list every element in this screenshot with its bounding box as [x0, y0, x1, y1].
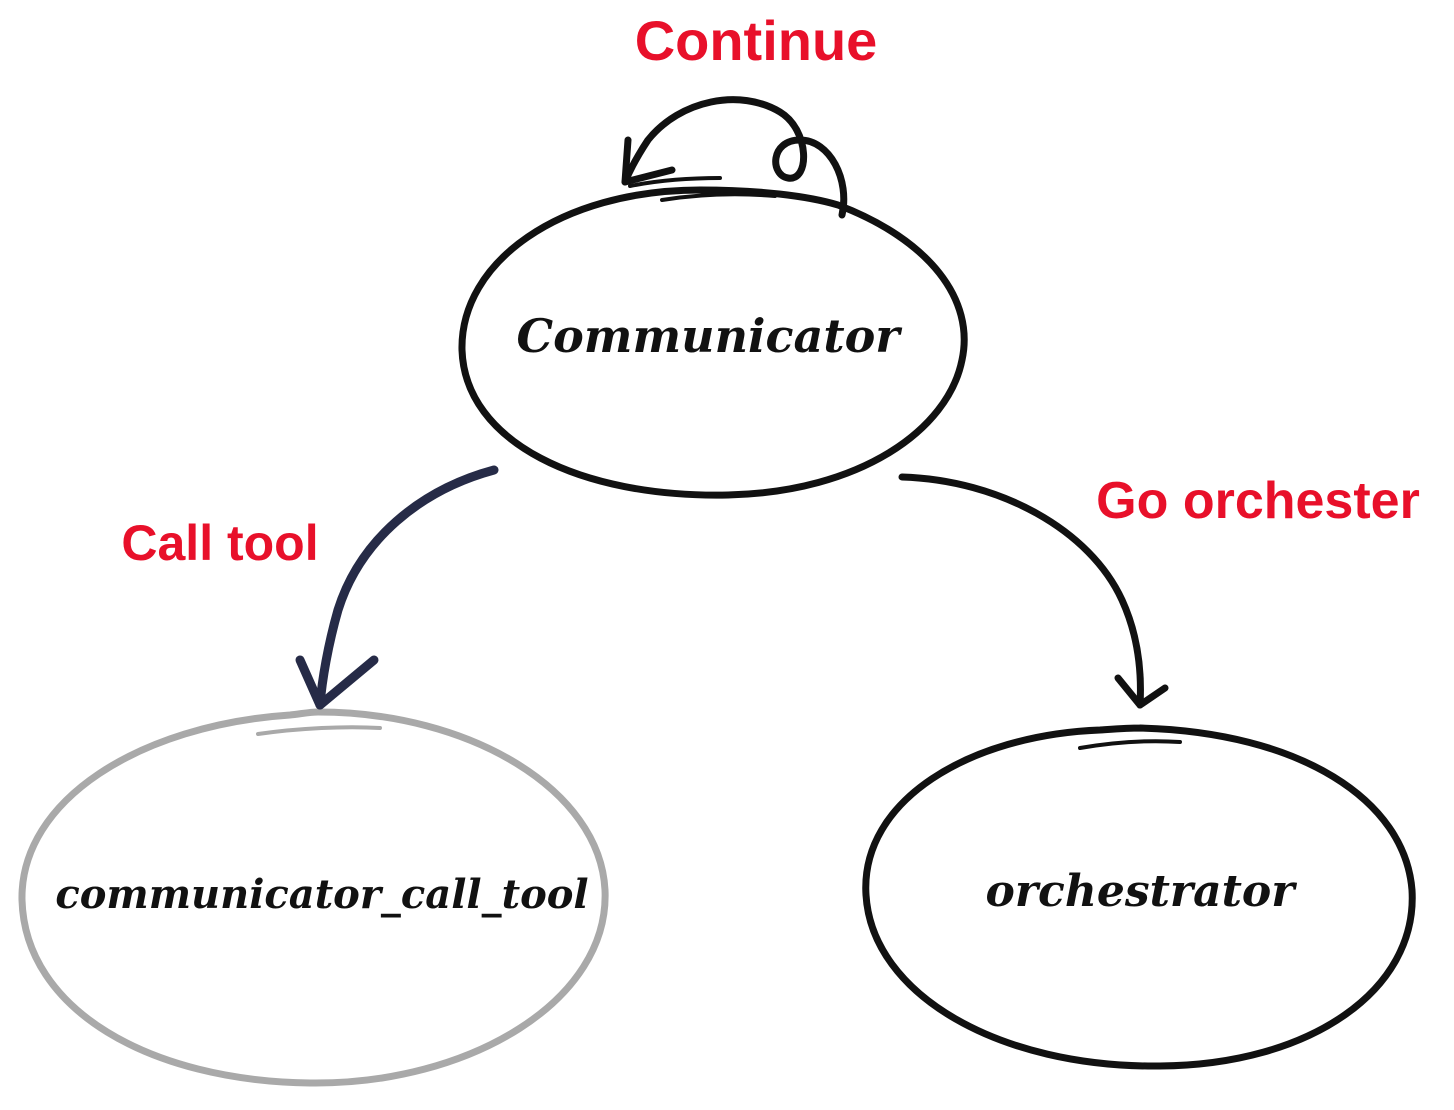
go-orchester-edge-arrowhead	[1114, 674, 1169, 709]
continue-edge-arrowhead	[621, 136, 676, 186]
orchestrator-node-label: orchestrator	[986, 866, 1298, 917]
go-orchester-edge[interactable]: Go orchester	[898, 472, 1420, 709]
continue-edge-label: Continue	[635, 9, 878, 72]
call-tool-edge[interactable]: Call tool	[121, 465, 499, 710]
call-tool-edge-label: Call tool	[121, 515, 318, 571]
communicator-call-tool-node-sketch-stroke	[256, 725, 382, 736]
continue-edge-sketch-stroke	[628, 176, 722, 188]
go-orchester-edge-label: Go orchester	[1096, 472, 1420, 530]
go-orchester-edge-line	[898, 473, 1144, 709]
communicator-node-label: Communicator	[517, 309, 904, 363]
call-tool-edge-line	[315, 465, 499, 710]
orchestrator-node-sketch-stroke	[1078, 739, 1182, 750]
communicator-node[interactable]: Communicator	[458, 186, 968, 499]
orchestrator-node[interactable]: orchestrator	[862, 724, 1416, 1070]
communicator-node-outline	[458, 186, 968, 499]
orchestrator-node-outline	[862, 724, 1416, 1070]
communicator-call-tool-node-label: communicator_call_tool	[55, 871, 588, 918]
call-tool-edge-arrowhead	[295, 655, 379, 710]
communicator-node-sketch-stroke	[660, 192, 777, 202]
communicator-call-tool-node-outline	[18, 708, 609, 1087]
continue-edge-line	[621, 96, 848, 219]
continue-edge[interactable]: Continue	[621, 9, 878, 219]
communicator-call-tool-node[interactable]: communicator_call_tool	[18, 708, 609, 1087]
